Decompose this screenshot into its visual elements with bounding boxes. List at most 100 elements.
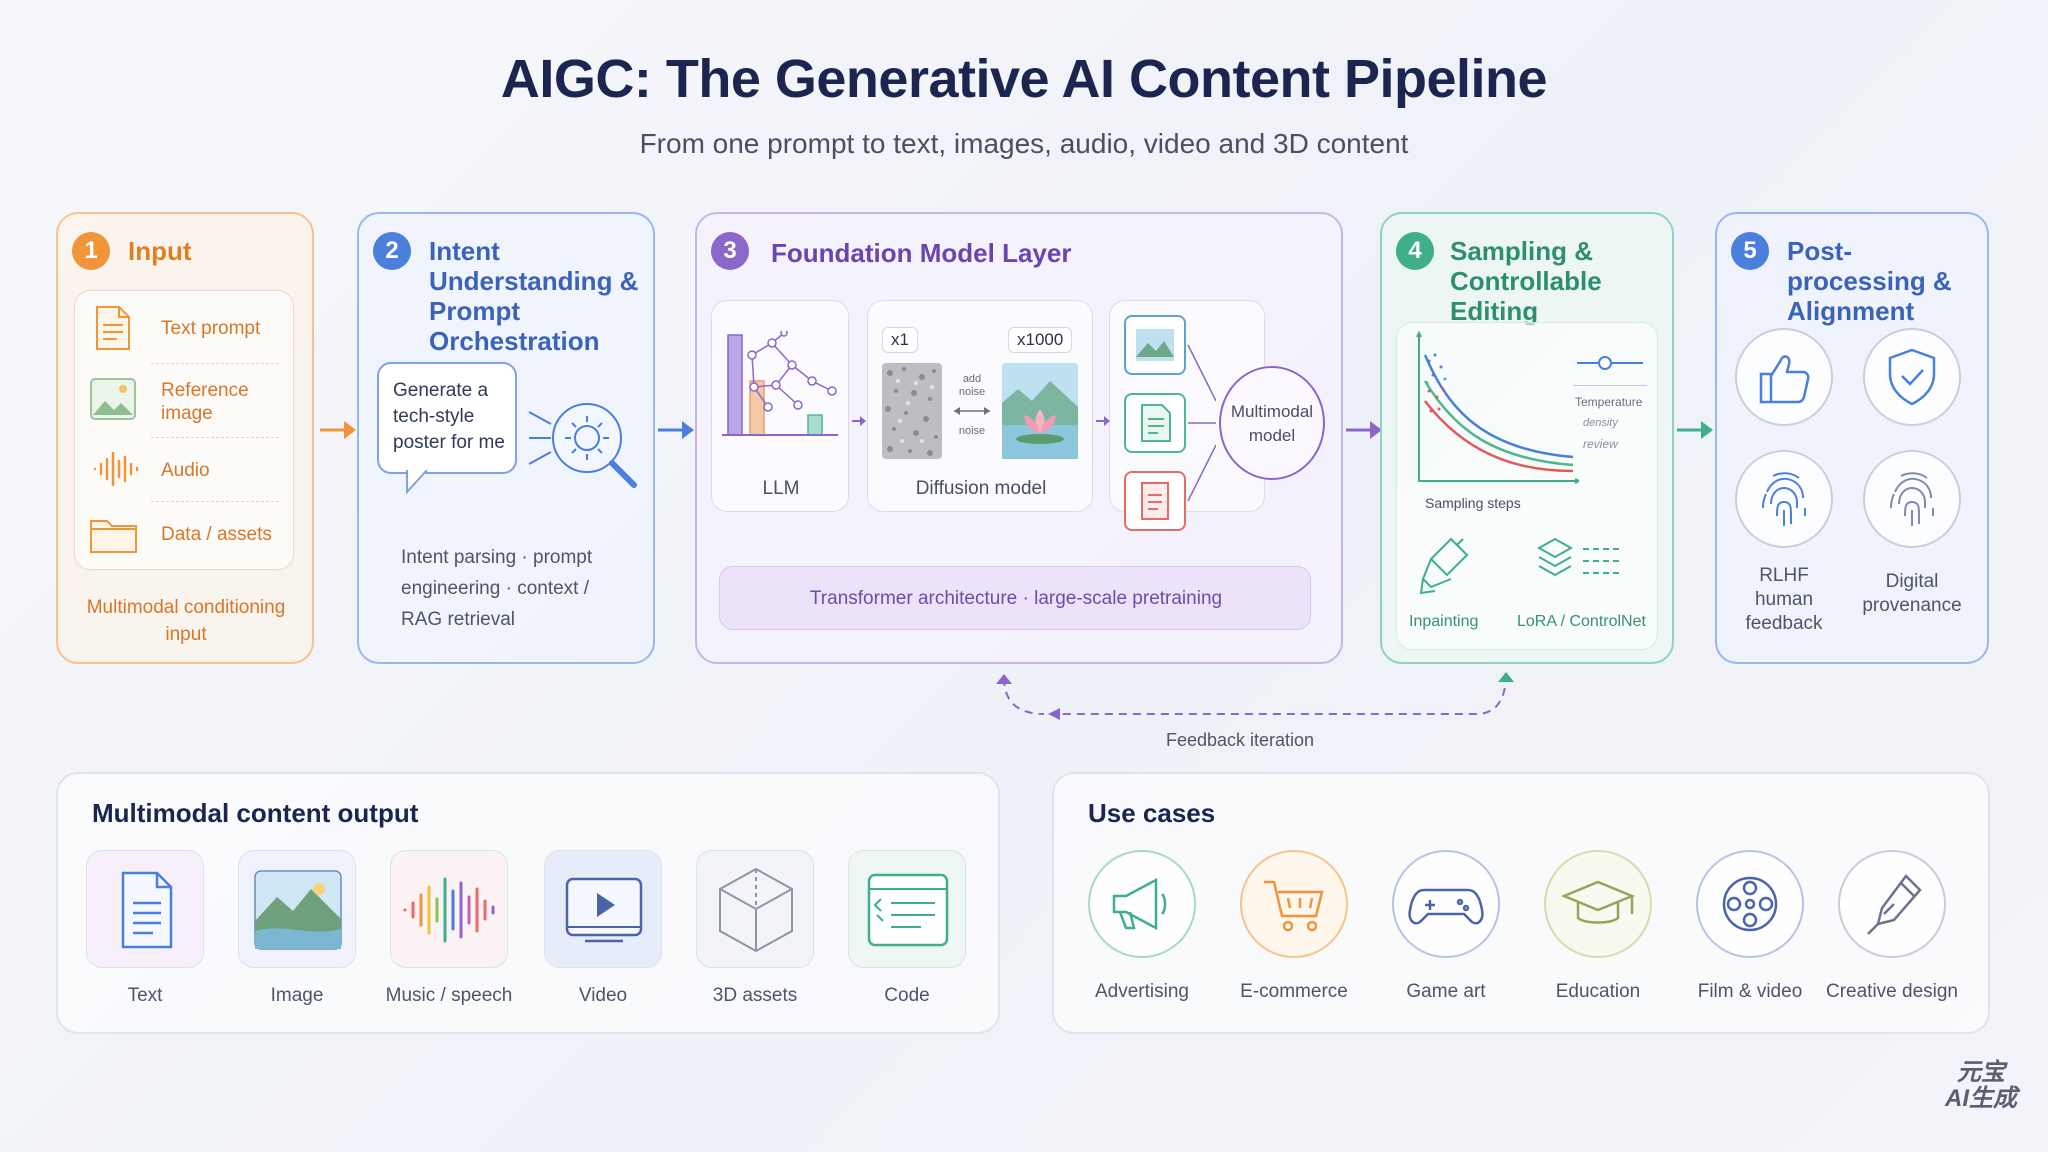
llm-network-icon	[722, 331, 838, 436]
page-title: AIGC: The Generative AI Content Pipeline	[500, 49, 1548, 109]
density-label: density	[1583, 417, 1618, 429]
llm-label: LLM	[762, 478, 800, 499]
input-item-text-prompt: Text prompt	[161, 318, 261, 339]
input-item-audio: Audio	[161, 460, 210, 481]
stage-title: Sampling & Controllable Editing	[1450, 236, 1602, 326]
stage-sampling-panel: 4 Sampling & Controllable Editing Temper…	[1380, 212, 1674, 664]
image-icon	[89, 377, 137, 426]
output-code-tile	[848, 850, 966, 968]
megaphone-icon	[1088, 850, 1196, 958]
feedback-label: Feedback iteration	[1165, 730, 1315, 750]
gamepad-icon	[1392, 850, 1500, 958]
stage-title: Post-processing & Alignment	[1787, 236, 1952, 326]
multimodal-label: Multimodal model	[1230, 402, 1314, 445]
input-list: Text prompt Reference image Audio Data /…	[74, 290, 294, 570]
shopping-cart-icon	[1240, 850, 1348, 958]
input-item-reference-image: Reference image	[161, 380, 249, 424]
add-noise-label: add noise	[958, 373, 986, 398]
sampling-card: Temperature density review Sampling step…	[1396, 322, 1658, 650]
outputs-panel: Multimodal content output Text Image Mus…	[56, 772, 1000, 1034]
stage-number: 3	[711, 232, 749, 270]
inpainting-label: Inpainting	[1409, 613, 1479, 630]
diffusion-card: x1 x1000 add noise noise Diffusion model	[867, 300, 1093, 512]
usecases-panel: Use cases Advertising E-commerce Game ar…	[1052, 772, 1990, 1034]
output-label: Code	[884, 985, 930, 1006]
usecase-label: E-commerce	[1240, 981, 1348, 1002]
input-item-data-assets: Data / assets	[161, 524, 272, 545]
outputs-title: Multimodal content output	[92, 798, 419, 828]
noise-label: noise	[958, 425, 986, 437]
output-label: Text	[127, 985, 163, 1006]
arrow-right-icon	[1677, 421, 1713, 439]
lora-label: LoRA / ControlNet	[1517, 613, 1646, 630]
usecase-label: Creative design	[1825, 981, 1959, 1002]
output-text-tile	[86, 850, 204, 968]
stage-post-panel: 5 Post-processing & Alignment RLHF human…	[1715, 212, 1989, 664]
brush-icon	[1419, 537, 1469, 595]
audio-waveform-icon	[91, 449, 141, 494]
lotus-image	[1002, 363, 1078, 459]
watermark: 元宝 AI生成	[1926, 1060, 2036, 1112]
text-output-icon	[1124, 393, 1186, 453]
stage-number: 2	[373, 232, 411, 270]
feedback-loop-arrow	[996, 672, 1514, 720]
graduation-cap-icon	[1544, 850, 1652, 958]
multimodal-model-node: Multimodal model	[1219, 366, 1325, 480]
output-label: Image	[270, 985, 324, 1006]
output-video-tile	[544, 850, 662, 968]
output-music-tile	[390, 850, 508, 968]
stage-number: 1	[72, 232, 110, 270]
fingerprint-icon	[1735, 450, 1833, 548]
stage-number: 5	[1731, 232, 1769, 270]
gear-search-icon	[528, 403, 637, 488]
stage-foundation-panel: 3 Foundation Model Layer LLM x1 x1000 ad…	[695, 212, 1343, 664]
llm-card: LLM	[711, 300, 849, 512]
arrow-right-icon	[1346, 421, 1382, 439]
provenance-label: Digital provenance	[1862, 571, 1962, 616]
layers-icon	[1537, 537, 1623, 577]
image-output-icon	[1124, 315, 1186, 375]
usecases-title: Use cases	[1088, 798, 1216, 828]
review-label: review	[1583, 437, 1618, 451]
shield-icon	[1863, 328, 1961, 426]
stage-intent-panel: 2 Intent Understanding & Prompt Orchestr…	[357, 212, 655, 664]
transformer-bar-label: Transformer architecture · large-scale p…	[809, 588, 1223, 609]
folder-icon	[89, 513, 139, 560]
sampling-curve-chart	[1416, 331, 1579, 484]
arrow-right-icon	[320, 421, 356, 439]
input-caption: Multimodal conditioning input	[86, 597, 286, 645]
output-image-tile	[238, 850, 356, 968]
pen-nib-icon	[1838, 850, 1946, 958]
x1000-label: x1000	[1008, 327, 1073, 353]
doc-output-icon	[1124, 471, 1186, 531]
temperature-slider	[1577, 356, 1643, 370]
output-label: Music / speech	[385, 985, 513, 1006]
document-icon	[93, 305, 133, 356]
temperature-label: Temperature	[1575, 395, 1643, 409]
transformer-bar: Transformer architecture · large-scale p…	[719, 566, 1311, 630]
diffusion-label: Diffusion model	[915, 478, 1047, 499]
watermark-line1: 元宝	[1957, 1059, 2005, 1086]
film-reel-icon	[1696, 850, 1804, 958]
prompt-bubble-text: Generate a tech-style poster for me	[393, 380, 505, 453]
arrow-right-icon	[658, 421, 694, 439]
stage-title: Intent Understanding & Prompt Orchestrat…	[429, 236, 639, 356]
stage-input-panel: 1 Input Text prompt Reference image Audi…	[56, 212, 314, 664]
rlhf-label: RLHF human feedback	[1745, 565, 1823, 634]
usecase-label: Education	[1555, 981, 1641, 1002]
intent-caption: Intent parsing · prompt engineering · co…	[401, 547, 593, 630]
noise-image	[882, 363, 942, 459]
page-subtitle: From one prompt to text, images, audio, …	[639, 128, 1409, 159]
stage-title: Foundation Model Layer	[771, 238, 1072, 268]
output-3d-tile	[696, 850, 814, 968]
stage-number: 4	[1396, 232, 1434, 270]
usecase-label: Film & video	[1697, 981, 1803, 1002]
stage-title: Input	[128, 236, 192, 266]
x1-label: x1	[882, 327, 918, 353]
sampling-steps-label: Sampling steps	[1425, 495, 1521, 511]
usecase-label: Game art	[1406, 981, 1486, 1002]
thumbs-up-icon	[1735, 328, 1833, 426]
usecase-label: Advertising	[1095, 981, 1189, 1002]
output-label: 3D assets	[712, 985, 798, 1006]
watermark-line2: AI生成	[1945, 1085, 2017, 1112]
